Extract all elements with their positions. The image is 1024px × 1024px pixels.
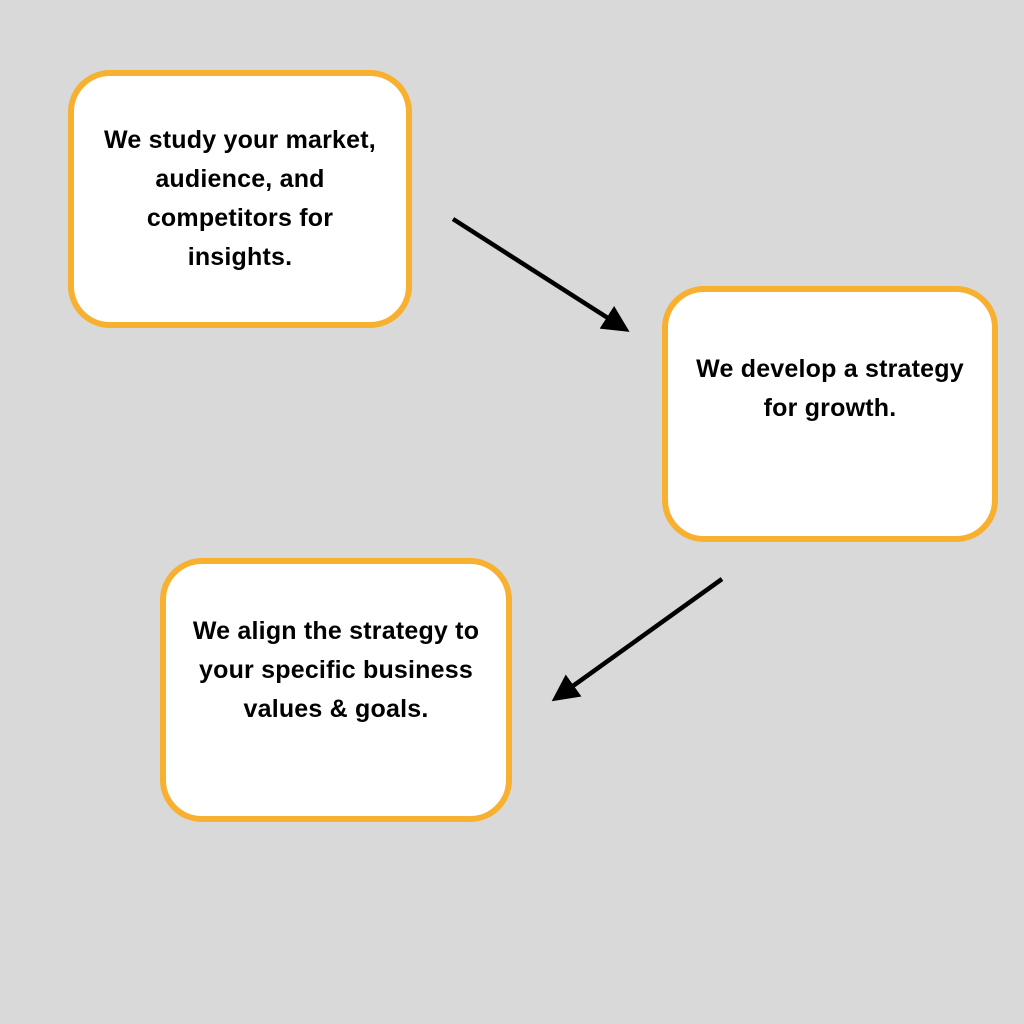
step-text: We align the strategy to your specific b… — [193, 612, 479, 729]
text-line: We study your market, — [104, 126, 376, 154]
step-box-strategy: We develop a strategy for growth. — [662, 286, 998, 542]
text-line: values & goals. — [243, 694, 429, 723]
text-line: your specific business — [199, 655, 473, 684]
text-line: for growth. — [763, 394, 897, 422]
arrow-step1-to-step2 — [451, 217, 630, 332]
text-line: We align the strategy to — [192, 616, 480, 645]
text-line: We develop a strategy — [696, 355, 964, 383]
text-line: insights. — [187, 243, 293, 271]
step-text: We study your market, audience, and comp… — [104, 121, 376, 277]
step-text: We develop a strategy for growth. — [696, 350, 964, 428]
step-box-research: We study your market, audience, and comp… — [68, 70, 412, 328]
step-box-align: We align the strategy to your specific b… — [160, 558, 512, 822]
text-line: audience, and — [155, 165, 325, 193]
text-line: competitors for — [146, 204, 334, 232]
arrow-step2-to-step3 — [551, 577, 724, 702]
